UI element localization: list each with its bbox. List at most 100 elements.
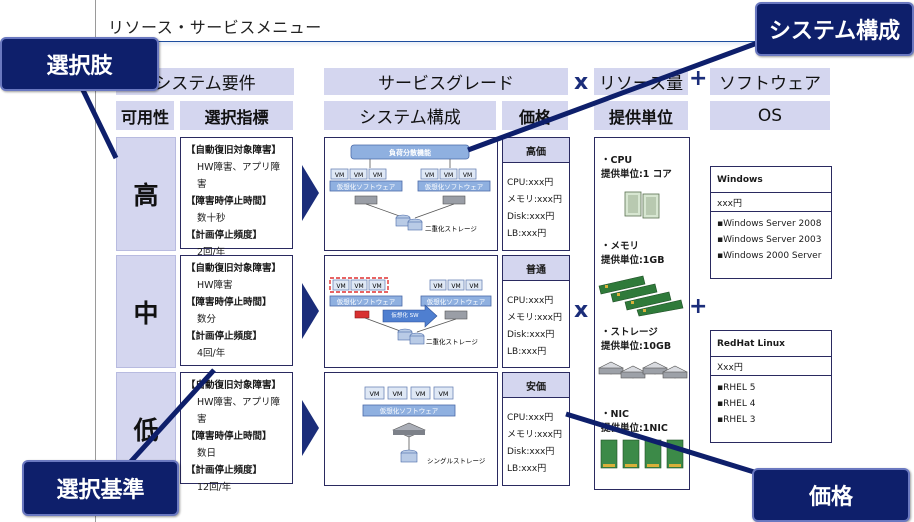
criteria-heading: 【障害時停止時間】: [186, 196, 272, 207]
header-resource-amount: リソース量: [594, 68, 688, 95]
os-card-items: ▪Windows Server 2008 ▪Windows Server 200…: [711, 212, 831, 264]
svg-text:仮想化ソフトウェア: 仮想化ソフトウェア: [337, 297, 396, 306]
header-selection-index: 選択指標: [180, 101, 293, 130]
resource-cpu: ・CPU 提供単位:1 コア: [601, 154, 672, 182]
times-operator: x: [574, 298, 589, 323]
resource-storage: ・ストレージ 提供単位:10GB: [601, 326, 671, 354]
resource-box: ・CPU 提供単位:1 コア ・メモリ 提供単位:1GB ・ストレージ 提供単位…: [594, 137, 690, 490]
os-item: ▪Windows 2000 Server: [717, 251, 822, 261]
price-line: Disk:xxx円: [507, 447, 555, 457]
svg-text:VM: VM: [336, 283, 345, 290]
header-service-grade: サービスグレード: [324, 68, 568, 95]
header-availability: 可用性: [116, 101, 174, 130]
criteria-value: 数十秒: [197, 213, 226, 224]
price-line: CPU:xxx円: [507, 413, 554, 423]
svg-text:VM: VM: [354, 283, 363, 290]
system-diagram-medium: VM VM VM 仮想化ソフトウェア VM VM VM 仮想化ソフトウェア 仮想…: [324, 255, 498, 368]
server-icon: [442, 195, 466, 205]
criteria-value: 4回/年: [197, 348, 226, 359]
storage-label: シングルストレージ: [427, 456, 486, 465]
svg-text:VM: VM: [433, 283, 442, 290]
storage-label: 二重化ストレージ: [426, 337, 478, 346]
criteria-high: 【自動復旧対象障害】 HW障害、アプリ障害 【障害時停止時間】 数十秒 【計画停…: [180, 137, 293, 258]
grade-label: 安価: [503, 373, 569, 398]
svg-text:仮想化ソフトウェア: 仮想化ソフトウェア: [425, 182, 484, 191]
os-item: ▪Windows Server 2008: [717, 219, 822, 229]
vm-group: VM VM VM VM 仮想化ソフトウェア: [362, 386, 456, 417]
resource-name: ・ストレージ: [601, 327, 658, 338]
svg-text:VM: VM: [463, 172, 472, 179]
server-icon: [444, 310, 468, 320]
criteria-value: 2回/年: [197, 247, 226, 258]
header-unit: 提供単位: [594, 101, 688, 130]
svg-text:VM: VM: [335, 172, 344, 179]
callout-criteria: 選択基準: [22, 460, 179, 516]
svg-text:VM: VM: [425, 172, 434, 179]
resource-unit: 提供単位:1 コア: [601, 169, 672, 180]
system-diagram-high: 負荷分散機能 VM VM VM 仮想化ソフトウェア VM VM VM 仮想化ソフ…: [324, 137, 498, 251]
vm-group-left: VM VM VM 仮想化ソフトウェア: [329, 168, 403, 192]
row-arrow: [302, 400, 319, 456]
price-line: LB:xxx円: [507, 464, 547, 474]
diagram-svg: 負荷分散機能 VM VM VM 仮想化ソフトウェア VM VM VM 仮想化ソフ…: [329, 144, 491, 233]
nic-icon: [600, 439, 684, 469]
price-lines: CPU:xxx円 メモリ:xxx円 Disk:xxx円 LB:xxx円: [507, 175, 562, 243]
os-item: ▪Windows Server 2003: [717, 235, 822, 245]
price-box-high: 高価 CPU:xxx円 メモリ:xxx円 Disk:xxx円 LB:xxx円: [502, 137, 570, 251]
criteria-heading: 【自動復旧対象障害】: [186, 263, 282, 274]
criteria-heading: 【障害時停止時間】: [186, 297, 272, 308]
resource-nic: ・NIC 提供単位:1NIC: [601, 408, 668, 436]
criteria-heading: 【自動復旧対象障害】: [186, 380, 282, 391]
price-lines: CPU:xxx円 メモリ:xxx円 Disk:xxx円 LB:xxx円: [507, 293, 562, 361]
resource-name: ・メモリ: [601, 241, 640, 252]
header-price: 価格: [502, 101, 568, 130]
svg-text:VM: VM: [438, 390, 448, 398]
resource-name: ・CPU: [601, 155, 633, 166]
price-box-low: 安価 CPU:xxx円 メモリ:xxx円 Disk:xxx円 LB:xxx円: [502, 372, 570, 486]
os-card-windows: Windows xxx円 ▪Windows Server 2008 ▪Windo…: [710, 166, 832, 279]
criteria-medium: 【自動復旧対象障害】 HW障害 【障害時停止時間】 数分 【計画停止頻度】 4回…: [180, 255, 293, 366]
svg-text:仮想化ソフトウェア: 仮想化ソフトウェア: [337, 182, 396, 191]
plus-operator: +: [689, 66, 708, 91]
os-item: ▪RHEL 4: [717, 399, 756, 409]
os-card-price: xxx円: [711, 193, 831, 212]
svg-text:VM: VM: [392, 390, 402, 398]
criteria-heading: 【障害時停止時間】: [186, 431, 272, 442]
criteria-value: 数分: [197, 314, 217, 325]
price-line: メモリ:xxx円: [507, 313, 563, 323]
row-arrow: [302, 165, 319, 221]
price-line: Disk:xxx円: [507, 330, 555, 340]
svg-text:VM: VM: [372, 283, 381, 290]
header-system-config: システム構成: [324, 101, 496, 130]
failed-server-icon: [354, 310, 370, 319]
migration-arrow: [382, 304, 438, 328]
svg-text:VM: VM: [369, 390, 379, 398]
callout-choices: 選択肢: [0, 37, 159, 91]
svg-text:仮想化ソフトウェア: 仮想化ソフトウェア: [427, 297, 486, 306]
load-balancer-label: 負荷分散機能: [389, 148, 431, 157]
resource-unit: 提供単位:10GB: [601, 341, 672, 352]
diagram-svg: VM VM VM 仮想化ソフトウェア VM VM VM 仮想化ソフトウェア 仮想…: [329, 277, 492, 346]
price-line: メモリ:xxx円: [507, 430, 563, 440]
os-card-redhat: RedHat Linux Xxx円 ▪RHEL 5 ▪RHEL 4 ▪RHEL …: [710, 330, 832, 443]
times-operator: x: [574, 70, 589, 95]
vm-group-right: VM VM VM 仮想化ソフトウェア: [420, 279, 492, 307]
price-line: LB:xxx円: [507, 229, 547, 239]
row-arrow: [302, 283, 319, 339]
price-line: LB:xxx円: [507, 347, 547, 357]
callout-system-config: システム構成: [755, 2, 914, 56]
price-lines: CPU:xxx円 メモリ:xxx円 Disk:xxx円 LB:xxx円: [507, 410, 562, 478]
storage-label: 二重化ストレージ: [425, 224, 477, 233]
price-line: メモリ:xxx円: [507, 195, 563, 205]
svg-text:VM: VM: [354, 172, 363, 179]
os-card-title: RedHat Linux: [711, 331, 831, 357]
grade-label: 高価: [503, 138, 569, 163]
resource-memory: ・メモリ 提供単位:1GB: [601, 240, 664, 268]
criteria-value: HW障害、アプリ障害: [197, 162, 281, 190]
criteria-value: HW障害、アプリ障害: [197, 397, 281, 425]
criteria-low: 【自動復旧対象障害】 HW障害、アプリ障害 【障害時停止時間】 数日 【計画停止…: [180, 372, 293, 493]
price-line: CPU:xxx円: [507, 178, 554, 188]
criteria-value: 数日: [197, 448, 217, 459]
header-software: ソフトウェア: [710, 68, 830, 95]
price-line: Disk:xxx円: [507, 212, 555, 222]
